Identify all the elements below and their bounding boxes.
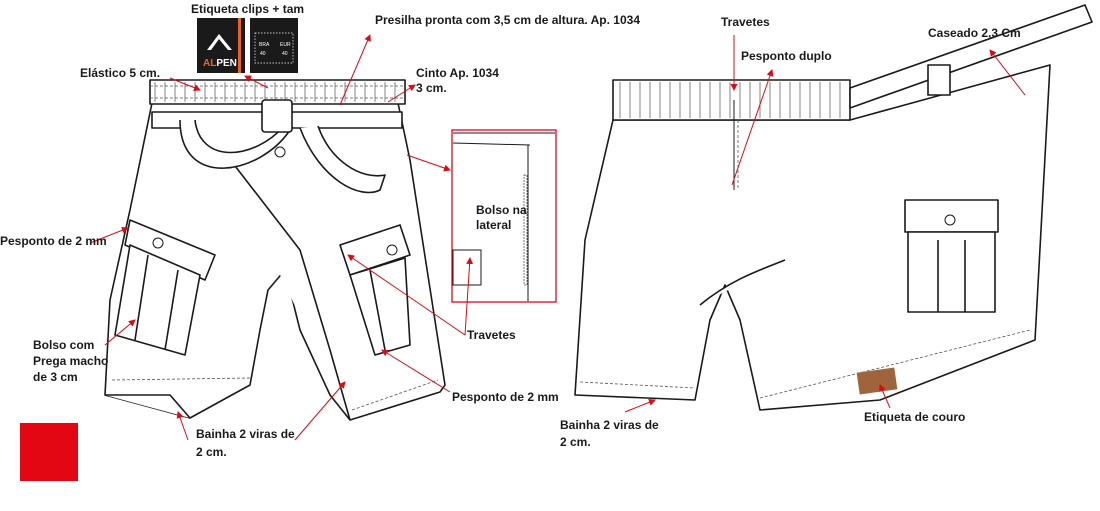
label-bainha-front-2: 2 cm.	[196, 445, 227, 459]
label-pesponto-left: Pesponto de 2 mm	[0, 234, 107, 248]
label-etiqueta-couro: Etiqueta de couro	[864, 410, 965, 424]
label-detail-1: Bolso na	[476, 203, 527, 217]
label-bolso-3: de 3 cm	[33, 370, 78, 384]
label-pesponto-duplo: Pesponto duplo	[741, 49, 832, 63]
label-bainha-back-2: 2 cm.	[560, 435, 591, 449]
label-caseado: Caseado 2,3 Cm	[928, 26, 1021, 40]
label-bolso-1: Bolso com	[33, 338, 94, 352]
front-shorts	[104, 79, 446, 421]
back-shorts	[574, 4, 1093, 411]
color-swatch	[20, 423, 78, 481]
callout-arrows	[89, 34, 1026, 441]
label-bolso-2: Prega macho	[33, 354, 108, 368]
label-cinto-size: 3 cm.	[416, 81, 447, 95]
label-detail-2: lateral	[476, 218, 511, 232]
brand-tag: ALPEN	[197, 18, 245, 73]
label-bainha-front-1: Bainha 2 viras de	[196, 427, 295, 441]
label-cinto: Cinto Ap. 1034	[416, 66, 499, 80]
label-pesponto-right: Pesponto de 2 mm	[452, 390, 559, 404]
size-left-label: BRA	[259, 42, 270, 48]
label-presilha: Presilha pronta com 3,5 cm de altura. Ap…	[375, 13, 640, 27]
brand-logo-text: ALPEN	[203, 58, 237, 69]
size-right-value: 40	[282, 51, 288, 57]
size-left-value: 40	[260, 51, 266, 57]
size-tag: BRA 40 EUR 40	[250, 18, 298, 73]
label-elastico: Elástico 5 cm.	[80, 66, 160, 80]
size-right-label: EUR	[280, 42, 291, 48]
label-travetes-back: Travetes	[721, 15, 770, 29]
label-bainha-back-1: Bainha 2 viras de	[560, 418, 659, 432]
label-travetes-front: Travetes	[467, 328, 516, 342]
label-etiqueta-clips: Etiqueta clips + tam	[191, 2, 304, 16]
